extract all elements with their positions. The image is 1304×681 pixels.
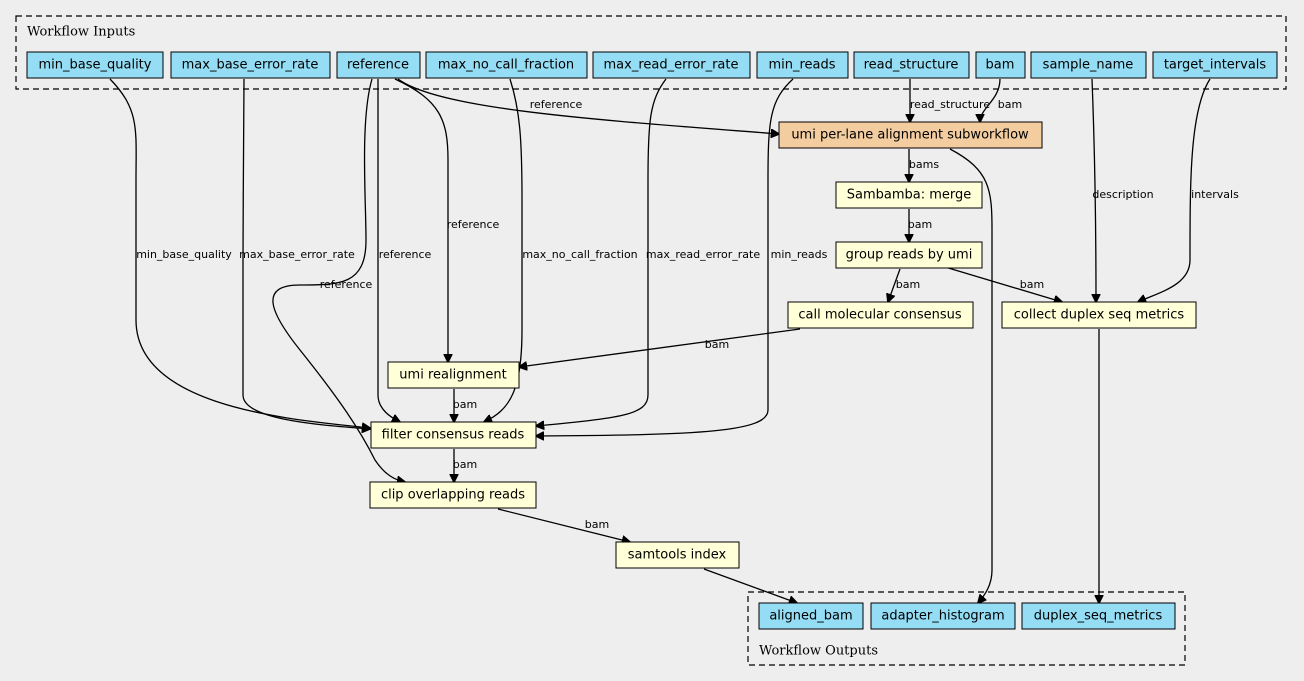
svg-text:group reads by umi: group reads by umi [846,248,973,263]
edge-label: read_structure [910,98,990,111]
edge-label: bam [908,218,932,231]
edge-label: bams [909,158,939,171]
edge-label: bam [453,458,477,471]
node-reference[interactable]: reference [336,51,421,79]
node-call-consensus[interactable]: call molecular consensus [787,301,974,329]
node-bam[interactable]: bam [975,51,1026,79]
edge-samplename-collect [1091,78,1096,302]
svg-text:collect duplex seq metrics: collect duplex seq metrics [1014,308,1185,323]
svg-text:sample_name: sample_name [1043,58,1134,73]
node-duplex-seq-metrics[interactable]: duplex_seq_metrics [1021,602,1176,630]
svg-text:umi per-lane alignment subwork: umi per-lane alignment subworkflow [791,128,1029,143]
edge-intervals-collect [1138,78,1211,302]
node-aligned-bam[interactable]: aligned_bam [758,602,864,630]
inputs-cluster: Workflow Inputs [15,15,1287,90]
edge-label: bam [1020,278,1044,291]
svg-text:target_intervals: target_intervals [1164,58,1267,73]
node-max-base-error-rate[interactable]: max_base_error_rate [170,51,331,79]
edge-label: reference [320,278,373,291]
edge-label: max_base_error_rate [239,248,355,261]
edge-label: min_base_quality [136,248,232,261]
edge-minreads-filter [536,78,794,436]
edge-index-alignedbam [703,568,797,603]
edge-label: bam [585,518,609,531]
svg-text:min_reads: min_reads [768,58,835,73]
edge-label: min_reads [771,248,828,261]
edges: reference read_structure bam bams bam ba… [109,78,1239,603]
node-target-intervals[interactable]: target_intervals [1152,51,1278,79]
outputs-cluster-label: Workflow Outputs [759,644,878,659]
svg-text:filter consensus reads: filter consensus reads [382,428,525,443]
edge-group-collect [944,266,1062,302]
edge-maxreaderror-filter [536,78,667,426]
edge-maxbaseerror-filter [242,78,370,429]
edge-subworkflow-adapterhistogram [949,148,993,603]
svg-text:call molecular consensus: call molecular consensus [798,308,962,323]
svg-text:samtools index: samtools index [628,548,727,563]
edge-label: reference [530,98,583,111]
edge-label: max_no_call_fraction [522,248,637,261]
node-min-reads[interactable]: min_reads [756,51,849,79]
edge-label: description [1092,188,1153,201]
svg-text:max_base_error_rate: max_base_error_rate [182,58,319,73]
node-clip-overlapping[interactable]: clip overlapping reads [369,481,537,509]
node-max-read-error-rate[interactable]: max_read_error_rate [592,51,751,79]
edge-label: reference [447,218,500,231]
svg-text:read_structure: read_structure [864,58,959,73]
node-group-reads[interactable]: group reads by umi [835,241,983,269]
node-umi-realignment[interactable]: umi realignment [387,361,520,389]
node-max-no-call-fraction[interactable]: max_no_call_fraction [425,51,588,79]
node-umi-subworkflow[interactable]: umi per-lane alignment subworkflow [778,121,1043,149]
svg-text:min_base_quality: min_base_quality [39,58,152,73]
edge-reference-filter [377,79,400,422]
node-min-base-quality[interactable]: min_base_quality [26,51,164,79]
inputs-cluster-label: Workflow Inputs [27,25,135,40]
edge-reference-realign [394,78,448,362]
svg-text:reference: reference [347,58,409,73]
node-sample-name[interactable]: sample_name [1030,51,1147,79]
edge-label: bam [705,338,729,351]
node-samtools-index[interactable]: samtools index [615,541,740,569]
node-sambamba-merge[interactable]: Sambamba: merge [835,181,983,209]
svg-text:aligned_bam: aligned_bam [769,609,852,624]
edge-label: bam [896,278,920,291]
edge-call-realign [519,328,801,367]
edge-label: intervals [1191,188,1239,201]
node-collect-metrics[interactable]: collect duplex seq metrics [1001,301,1197,329]
svg-text:umi realignment: umi realignment [399,368,506,383]
edge-clip-index [497,508,630,542]
svg-text:duplex_seq_metrics: duplex_seq_metrics [1034,609,1163,624]
edge-maxnocall-filter [484,78,523,422]
edge-reference-subworkflow [397,78,779,134]
outputs-cluster: Workflow Outputs [747,591,1186,666]
node-filter-consensus[interactable]: filter consensus reads [370,421,537,449]
edge-label: max_read_error_rate [646,248,760,261]
svg-text:max_no_call_fraction: max_no_call_fraction [438,58,574,73]
svg-text:Sambamba: merge: Sambamba: merge [847,188,972,203]
edge-group-call [888,268,901,302]
edge-bam-subworkflow [980,78,1001,122]
nodes: min_base_quality max_base_error_rate ref… [26,51,1278,630]
edge-label: bam [998,98,1022,111]
svg-text:adapter_histogram: adapter_histogram [881,609,1004,624]
edge-minbasequality-filter [109,78,370,428]
edge-reference-clip [272,78,405,482]
node-adapter-histogram[interactable]: adapter_histogram [870,602,1016,630]
node-read-structure[interactable]: read_structure [853,51,970,79]
edge-label: bam [453,398,477,411]
svg-text:bam: bam [986,58,1015,73]
edge-label: reference [379,248,432,261]
svg-text:clip overlapping reads: clip overlapping reads [381,488,525,503]
svg-text:max_read_error_rate: max_read_error_rate [604,58,739,73]
